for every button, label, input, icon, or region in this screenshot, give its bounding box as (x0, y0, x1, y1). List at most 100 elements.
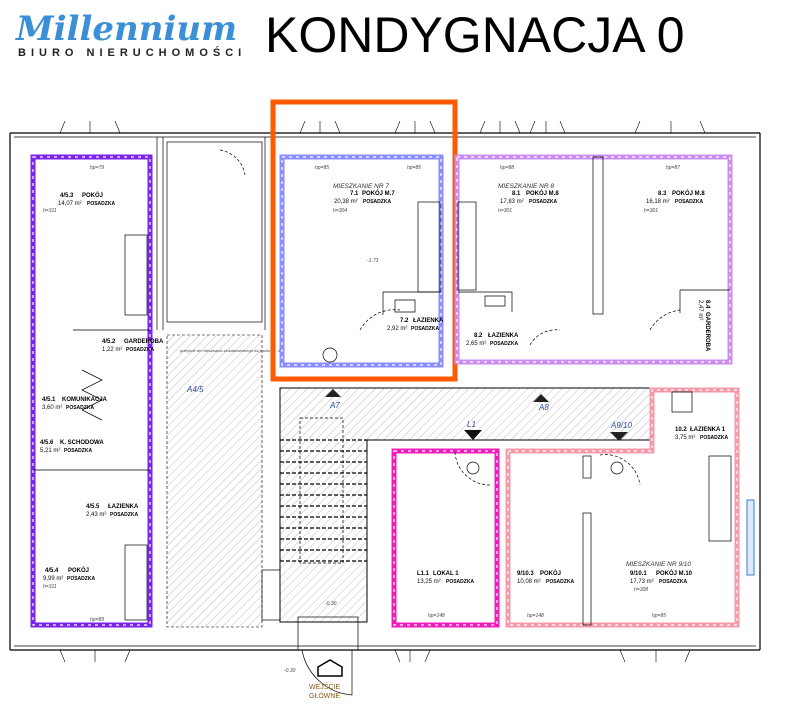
entry-arrow-icon (533, 394, 549, 402)
room-area: 5,21 m² (40, 448, 60, 454)
company-logo: Millennium BIURO NIERUCHOMOŚCI (15, 9, 241, 59)
room-floor: POSADZKA (546, 579, 574, 585)
room-floor: POSADZKA (446, 579, 474, 585)
stair-level: -0.30 (325, 601, 337, 607)
room-name: GARDEROBA (124, 339, 164, 345)
room-floor: POSADZKA (659, 579, 687, 585)
room-area: 13,25 m² (417, 579, 441, 585)
room-floor: POSADZKA (110, 512, 138, 518)
entrance-label-1: WEJŚCIE (309, 682, 340, 691)
room-name: KOMUNIKACJA (62, 397, 108, 403)
room-hp: hp=89 (90, 617, 104, 623)
entry-arrow-icon (325, 389, 341, 397)
room-name: ŁAZIENKA (108, 504, 139, 510)
entrance-level: -0.30 (284, 668, 296, 674)
room-id: 7.2 (400, 318, 409, 324)
room-id: 7.1 (350, 191, 359, 197)
room-name: ŁAZIENKA (488, 333, 519, 339)
room-hp: hp=85 (315, 165, 329, 171)
room-name: POKÓJ (82, 191, 103, 199)
apartment-title: MIESZKANIE NR 9/10 (626, 561, 691, 568)
room-area: 2,92 m² (387, 326, 407, 332)
room-floor: POSADZKA (67, 576, 95, 582)
room-area: 20,38 m² (334, 199, 358, 205)
entry-arrow-icon (610, 432, 628, 441)
room-floor: POSADZKA (126, 347, 154, 353)
room-id: 8.1 (512, 191, 521, 197)
room-id: 4/5.5 (86, 504, 100, 510)
logo-text: Millennium (15, 9, 237, 49)
room-height: h=304 (333, 208, 347, 214)
window (746, 499, 755, 576)
shaft-area (166, 334, 263, 628)
room-area: 17,73 m² (630, 579, 654, 585)
marker-l1: L1 (467, 420, 476, 429)
room-area: 1,22 m² (102, 347, 122, 353)
apartment-4-5: 4/5.3 POKÓJ 14,07 m² POSADZKA h=311 hp=7… (30, 154, 164, 628)
room-id: 9/10.1 (630, 571, 647, 577)
room-height: h=301 (498, 208, 512, 214)
marker-a7: A7 (329, 401, 340, 410)
room-floor: POSADZKA (411, 326, 439, 332)
room-name: POKÓJ M.7 (362, 189, 395, 197)
room-name: POKÓJ (540, 569, 561, 577)
building-walls (9, 132, 761, 651)
room-name: ŁAZIENKA 1 (690, 427, 726, 433)
room-floor: POSADZKA (529, 199, 557, 205)
room-id: 4/5.3 (60, 193, 74, 199)
room-hp: hp=87 (666, 165, 680, 171)
room-id: 4/5.4 (45, 568, 59, 574)
apartment-7[interactable]: MIESZKANIE NR 7 7.1 POKÓJ M.7 20,38 m² P… (279, 154, 444, 368)
lokal-1[interactable]: L1.1 LOKAL 1 13,25 m² POSADZKA hp=148 (391, 448, 500, 628)
entry-arrow-icon (464, 430, 482, 440)
room-id: L1.1 (417, 571, 430, 577)
apartment-8[interactable]: MIESZKANIE NR 8 8.1 POKÓJ M.8 17,83 m² P… (454, 154, 733, 365)
room-height: h=301 (644, 208, 658, 214)
room-id: 8.2 (474, 333, 483, 339)
room-area: 16,18 m² (646, 199, 670, 205)
room-area: 2,65 m² (466, 341, 486, 347)
room-name: GARDEROBA (704, 312, 710, 352)
room-hp: hp=85 (652, 613, 666, 619)
marker-a9-10: A9/10 (610, 421, 632, 430)
selected-apartment-highlight (270, 99, 458, 382)
room-height: h=311 (43, 584, 57, 590)
room-area: 9,99 m² (43, 576, 63, 582)
room-id: 4/5.1 (42, 397, 56, 403)
room-name: K. SCHODOWA (60, 440, 104, 446)
entrance-label-2: GŁÓWNE (309, 691, 340, 700)
room-hp: hp=79 (90, 165, 104, 171)
room-area: 10,08 m² (517, 579, 541, 585)
room-area: 3,60 m² (42, 405, 62, 411)
main-entrance: WEJŚCIE GŁÓWNE -0.30 (284, 616, 359, 700)
room-id: 4/5.2 (102, 339, 116, 345)
windows (59, 120, 706, 663)
room-height: h=311 (43, 208, 57, 214)
apartment-title: MIESZKANIE NR 8 (498, 183, 554, 190)
marker-a4-5: A4/5 (186, 385, 204, 394)
room-name: LOKAL 1 (433, 571, 459, 577)
room-id: 4/5.6 (40, 440, 54, 446)
marker-a8: A8 (538, 403, 549, 412)
room-area: 14,07 m² (58, 201, 82, 207)
apartment-9-10[interactable]: 9/10.3 POKÓJ 10,08 m² POSADZKA hp=148 MI… (505, 387, 755, 628)
room-floor: POSADZKA (675, 199, 703, 205)
room-name: ŁAZIENKA (413, 318, 444, 324)
room-id: 8.3 (658, 191, 667, 197)
room-floor: POSADZKA (87, 201, 115, 207)
room-hp: hp=88 (500, 165, 514, 171)
apartment-title: MIESZKANIE NR 7 (333, 183, 389, 190)
room-hp: hp=148 (527, 613, 544, 619)
shaft-note: przejście do mieszkania zlokalizowanego … (179, 348, 280, 353)
page-title: KONDYGNACJA 0 (265, 7, 685, 63)
room-id: 9/10.3 (517, 571, 534, 577)
room-hp: hp=148 (428, 613, 445, 619)
room-floor: POSADZKA (66, 405, 94, 411)
level-mark: -1.73 (367, 258, 379, 264)
room-name: POKÓJ M.8 (526, 189, 559, 197)
room-area: 17,83 m² (500, 199, 524, 205)
room-floor: POSADZKA (700, 435, 728, 441)
room-id: 10.2 (675, 427, 687, 433)
room-area: 2,47 m² (697, 300, 703, 320)
